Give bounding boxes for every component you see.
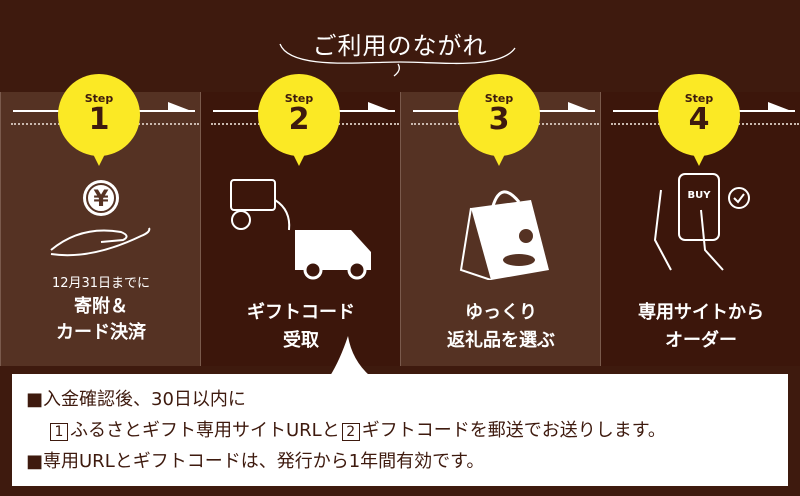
speech-tail xyxy=(330,336,370,376)
swoosh-decoration xyxy=(279,43,516,77)
smartphone-buy-icon: BUY xyxy=(653,173,750,271)
svg-text:¥: ¥ xyxy=(93,187,109,212)
card-truck-icon xyxy=(230,179,371,280)
page-title: ご利用のながれ xyxy=(312,32,488,60)
svg-text:BUY: BUY xyxy=(688,190,712,201)
gift-bag-icon xyxy=(459,190,549,280)
yen-hand-icon: ¥ xyxy=(50,180,151,257)
